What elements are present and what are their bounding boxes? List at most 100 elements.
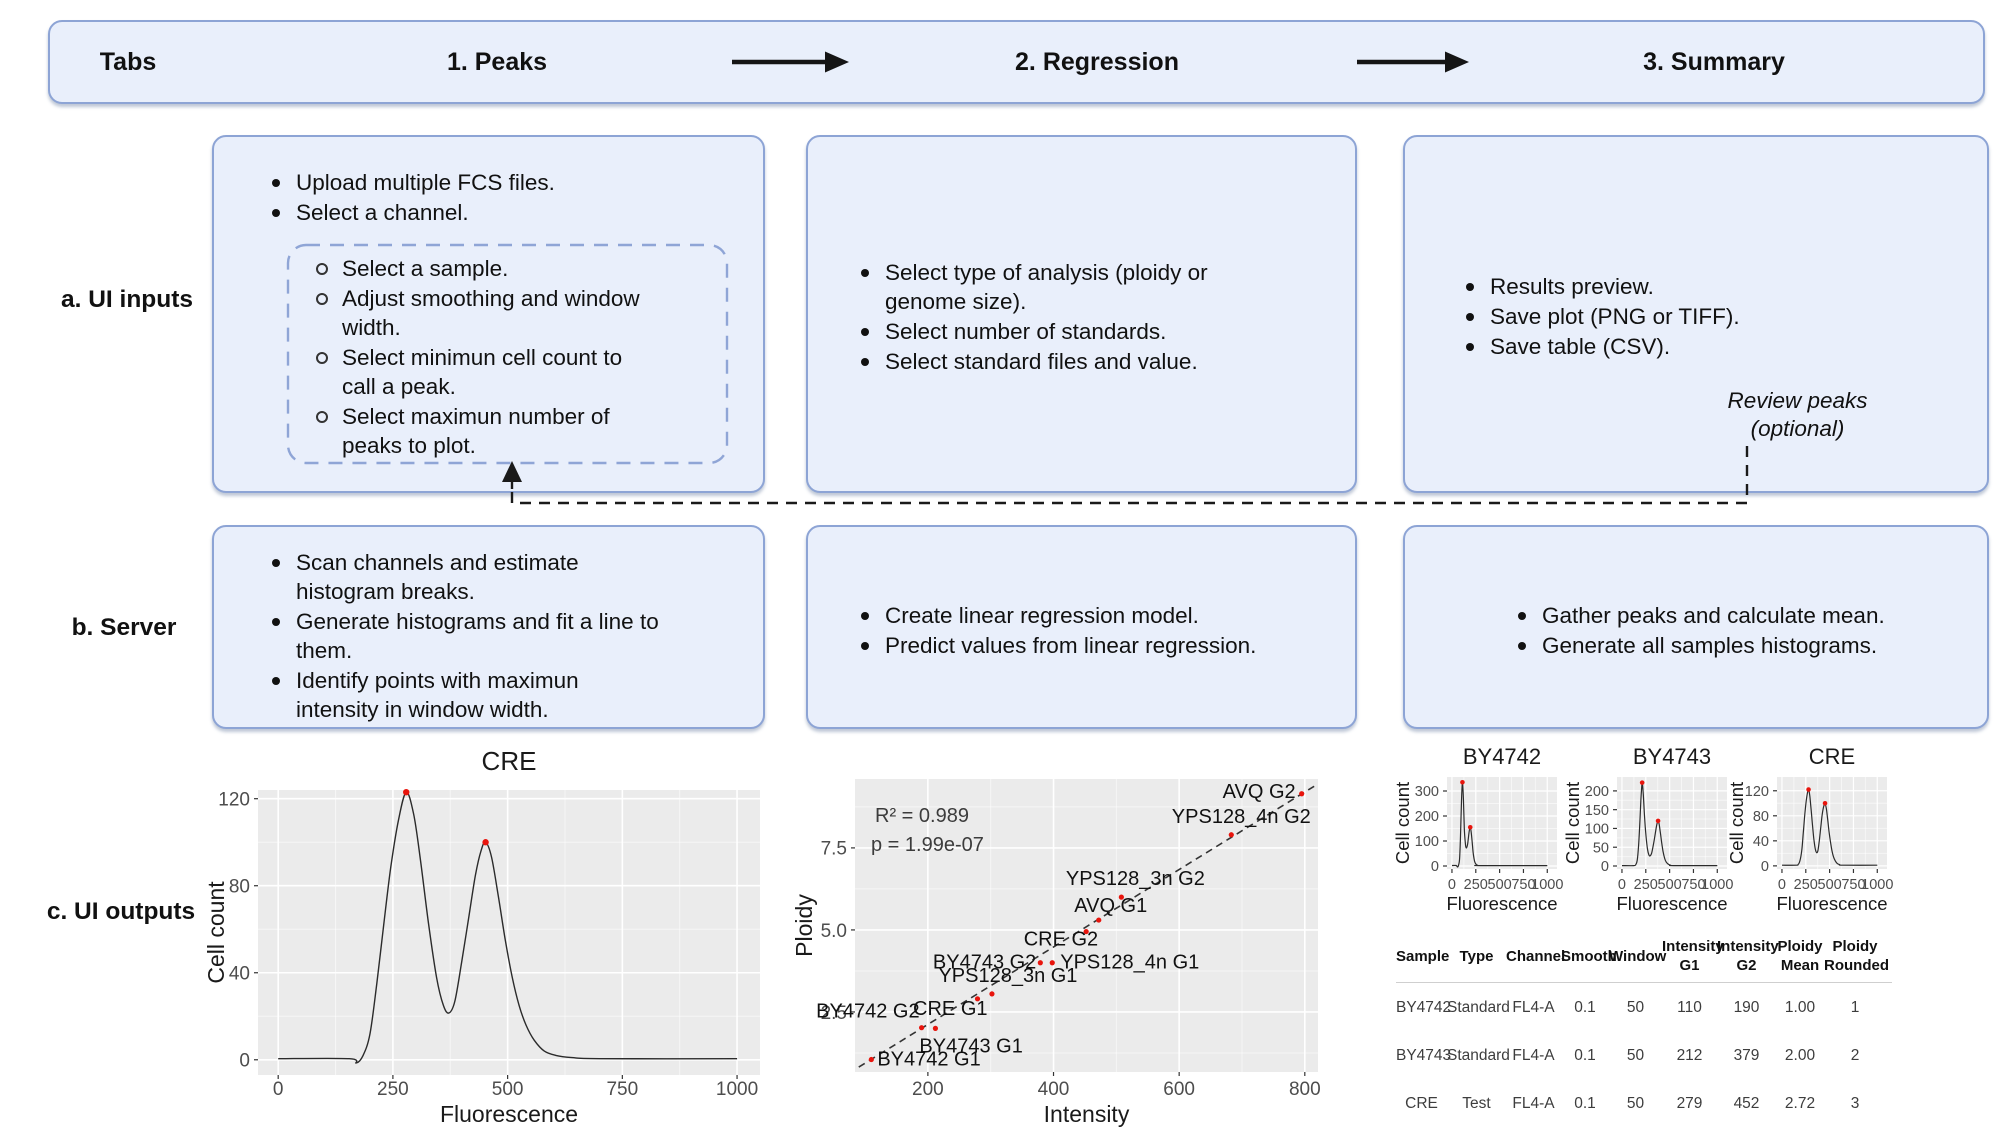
svg-text:40: 40 (229, 964, 250, 985)
svg-text:80: 80 (1753, 809, 1769, 825)
tab-step-summary[interactable]: 3. Summary (1643, 48, 1785, 76)
flow-arrow-icon (1357, 51, 1469, 73)
svg-text:BY4742: BY4742 (1463, 744, 1541, 769)
bullet-item: Scan channels and estimate histogram bre… (264, 548, 744, 606)
table-header-cell: Type (1459, 947, 1494, 965)
svg-text:250: 250 (1464, 877, 1488, 893)
table-cell: 50 (1626, 998, 1645, 1016)
svg-text:0: 0 (273, 1079, 284, 1100)
table-cell: 2 (1850, 1046, 1860, 1064)
peaks-sub-bullet-list: Select a sample.Adjust smoothing and win… (310, 254, 708, 461)
table-cell: 2.00 (1784, 1046, 1816, 1064)
review-peaks-note: Review peaks (optional) (1727, 388, 1868, 441)
svg-text:CRE G2: CRE G2 (1024, 929, 1098, 951)
summary-bullet-list: Results preview.Save plot (PNG or TIFF).… (1458, 272, 1958, 362)
svg-text:Fluorescence: Fluorescence (440, 1101, 578, 1127)
table-cell: 0.1 (1574, 998, 1596, 1016)
table-cell: 3 (1850, 1094, 1860, 1112)
table-cell: BY4742 (1396, 998, 1452, 1016)
bullet-item: Upload multiple FCS files. (264, 168, 734, 197)
svg-text:500: 500 (1488, 877, 1512, 893)
table-cell: 190 (1733, 998, 1760, 1016)
svg-text:AVQ G1: AVQ G1 (1074, 895, 1147, 917)
regression-bullet-list: Select type of analysis (ploidy or genom… (853, 258, 1333, 377)
table-header-divider (1396, 982, 1892, 983)
bullet-item: Adjust smoothing and window width. (310, 284, 708, 342)
svg-text:100: 100 (1415, 834, 1439, 850)
svg-text:Cell count: Cell count (1565, 782, 1583, 864)
svg-text:200: 200 (1585, 784, 1609, 800)
svg-text:400: 400 (1038, 1079, 1070, 1100)
svg-text:YPS128_4n G2: YPS128_4n G2 (1172, 806, 1311, 828)
table-header-cell: Intensity G2 (1717, 938, 1779, 974)
svg-text:200: 200 (1415, 809, 1439, 825)
table-cell: FL4-A (1512, 998, 1555, 1016)
table-header-cell: Sample (1396, 947, 1450, 965)
svg-text:500: 500 (1818, 877, 1842, 893)
row-label-ui-inputs: a. UI inputs (60, 286, 194, 313)
bullet-item: Create linear regression model. (853, 601, 1343, 630)
svg-text:250: 250 (1794, 877, 1818, 893)
svg-text:600: 600 (1163, 1079, 1195, 1100)
table-cell: CRE (1405, 1094, 1438, 1112)
svg-text:2.5: 2.5 (821, 1003, 847, 1024)
table-cell: 2.72 (1784, 1094, 1816, 1112)
table-cell: 279 (1676, 1094, 1703, 1112)
svg-text:R² = 0.989: R² = 0.989 (875, 805, 969, 827)
table-header-cell: Channel (1506, 947, 1566, 965)
bullet-item: Select a sample. (310, 254, 708, 283)
bullet-item: Save table (CSV). (1458, 332, 1958, 361)
bullet-item: Select maximun number of peaks to plot. (310, 402, 708, 460)
row-label-ui-outputs: c. UI outputs (46, 898, 196, 925)
svg-text:BY4742 G1: BY4742 G1 (877, 1049, 980, 1071)
svg-text:YPS128_3n G2: YPS128_3n G2 (1066, 868, 1205, 890)
svg-text:BY4743 G1: BY4743 G1 (919, 1035, 1022, 1057)
bullet-item: Save plot (PNG or TIFF). (1458, 302, 1958, 331)
svg-text:p = 1.99e-07: p = 1.99e-07 (871, 834, 984, 856)
table-header-cell: Ploidy Rounded (1824, 938, 1889, 974)
tabs-bar: Tabs 1. Peaks 2. Regression 3. Summary (48, 20, 1985, 104)
server-peaks-bullet-list: Scan channels and estimate histogram bre… (264, 548, 744, 725)
table-header-cell: Smooth (1561, 947, 1617, 965)
ui-inputs-summary-box: Results preview.Save plot (PNG or TIFF).… (1403, 135, 1989, 493)
svg-text:BY4743 G2: BY4743 G2 (933, 952, 1036, 974)
server-regression-bullet-list: Create linear regression model.Predict v… (853, 601, 1343, 661)
tab-step-regression[interactable]: 2. Regression (1015, 48, 1179, 76)
server-regression-box: Create linear regression model.Predict v… (806, 525, 1357, 729)
svg-text:7.5: 7.5 (821, 839, 847, 860)
svg-text:Cell count: Cell count (203, 881, 229, 984)
table-header-cell: Intensity G1 (1662, 938, 1724, 974)
tab-step-peaks[interactable]: 1. Peaks (446, 48, 548, 76)
svg-text:YPS128_4n G1: YPS128_4n G1 (1060, 952, 1199, 974)
svg-text:Ploidy: Ploidy (791, 894, 817, 957)
tabs-bar-label: Tabs (99, 48, 157, 76)
bullet-item: Predict values from linear regression. (853, 631, 1343, 660)
svg-text:Intensity: Intensity (1044, 1101, 1130, 1127)
svg-text:250: 250 (1634, 877, 1658, 893)
table-cell: FL4-A (1512, 1046, 1555, 1064)
svg-text:Cell count: Cell count (1726, 782, 1747, 864)
svg-text:80: 80 (229, 877, 250, 898)
table-cell: 50 (1626, 1094, 1645, 1112)
bullet-item: Select a channel. (264, 198, 734, 227)
svg-text:300: 300 (1415, 784, 1439, 800)
svg-text:100: 100 (1585, 822, 1609, 838)
svg-text:1000: 1000 (1531, 877, 1563, 893)
flow-arrows (732, 51, 1469, 73)
svg-text:1000: 1000 (716, 1079, 758, 1100)
svg-text:150: 150 (1585, 803, 1609, 819)
peaks-bullet-list: Upload multiple FCS files.Select a chann… (264, 168, 734, 228)
bullet-item: Select number of standards. (853, 317, 1333, 346)
table-cell: 0.1 (1574, 1046, 1596, 1064)
svg-text:0: 0 (1448, 877, 1456, 893)
table-cell: 212 (1676, 1046, 1703, 1064)
svg-text:500: 500 (1658, 877, 1682, 893)
svg-text:1000: 1000 (1861, 877, 1893, 893)
table-cell: 110 (1677, 998, 1702, 1016)
table-cell: BY4743 (1396, 1046, 1452, 1064)
